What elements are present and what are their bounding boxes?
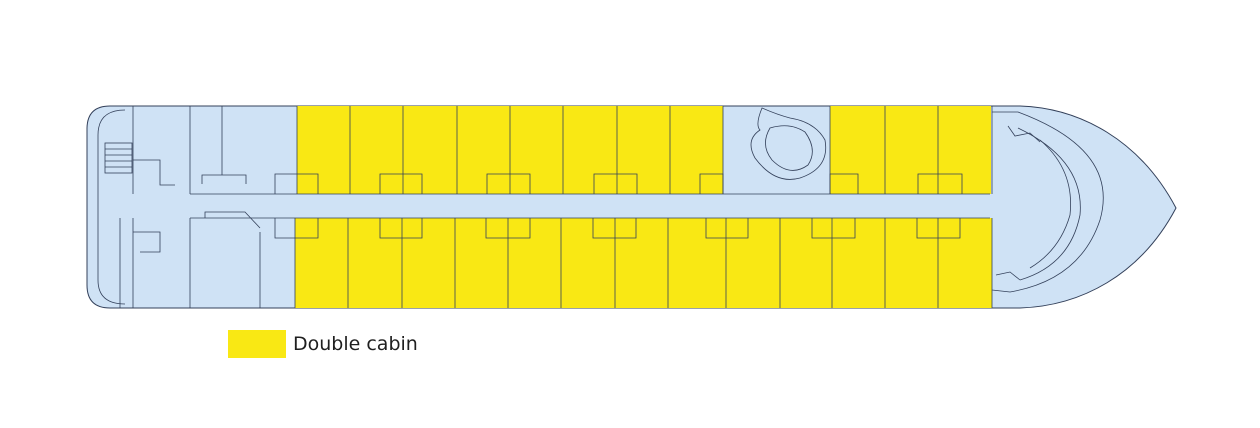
bathroom-outline (593, 173, 638, 194)
bathroom-outline (379, 173, 423, 194)
hull-inner-line (97, 109, 126, 305)
lounge-seating-inner (765, 125, 813, 171)
bathroom-outline (811, 218, 856, 239)
bathroom-outline (274, 173, 319, 194)
bathroom-outline (485, 218, 531, 239)
bathroom-outline (705, 218, 749, 239)
legend-label-double-cabin: Double cabin (293, 333, 418, 355)
aft-room-wall (204, 211, 261, 229)
legend: Double cabin (228, 330, 418, 358)
bathroom-outline (379, 218, 423, 239)
room-outlines (119, 106, 993, 308)
bathroom-outline (829, 173, 859, 194)
bathroom-outline (274, 218, 319, 239)
bow-lounge (991, 111, 1104, 293)
staircase (104, 142, 133, 174)
lounge-seating (750, 107, 827, 180)
aft-room-wall (133, 159, 175, 186)
bathroom-outline (699, 173, 724, 194)
bathroom-outline (916, 218, 961, 239)
bathroom-outline (486, 173, 531, 194)
legend-swatch-double-cabin (228, 330, 286, 358)
cabin-area-lower (295, 218, 992, 308)
bathroom-outline (592, 218, 637, 239)
aft-room-wall (133, 231, 161, 253)
cabin-area-upper-2 (830, 106, 991, 194)
bathroom-outline (917, 173, 963, 194)
aft-room-wall (201, 174, 247, 184)
